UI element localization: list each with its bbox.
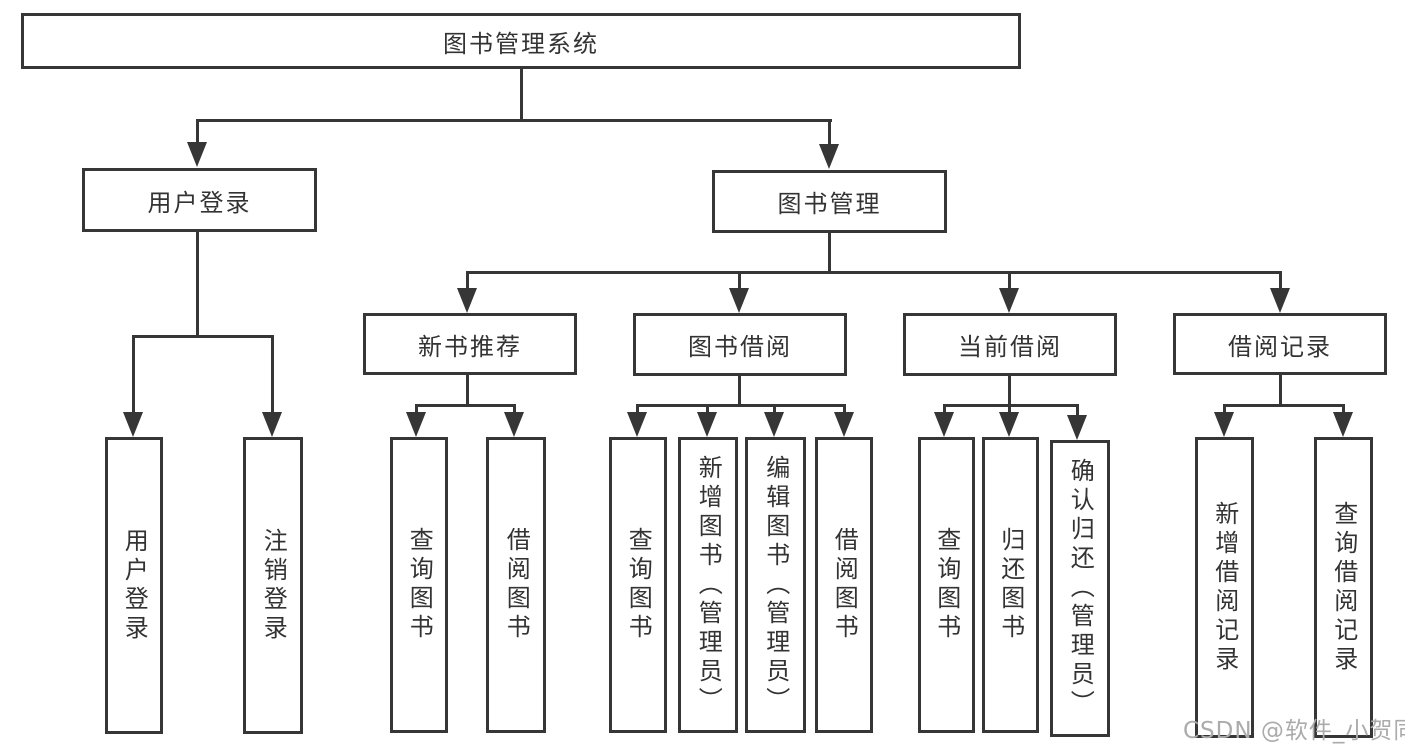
arrow-down-icon (627, 412, 647, 437)
node-borrowing-records: 借阅记录 (1173, 313, 1387, 375)
connector-rail (943, 404, 1079, 407)
arrow-down-icon (819, 144, 839, 169)
connector-drop (773, 404, 776, 416)
connector-drop (415, 404, 418, 416)
connector-stem (466, 373, 469, 407)
connector-root-stem (520, 69, 523, 121)
connector-drop (843, 404, 846, 416)
connector-drop (513, 404, 516, 416)
arrow-down-icon (697, 412, 717, 437)
arrow-down-icon (729, 288, 749, 313)
connector-drop (1076, 404, 1079, 418)
connector-drop (828, 119, 831, 149)
connector-stem (1008, 374, 1011, 407)
leaf-bb-query-books: 查询图书 (609, 437, 667, 733)
connector-drop (636, 404, 639, 416)
arrow-down-icon (834, 412, 854, 437)
node-library-management-system: 图书管理系统 (21, 13, 1021, 69)
arrow-down-icon (187, 142, 207, 167)
connector-stem (1279, 373, 1282, 407)
leaf-cb-confirm-return-admin: 确认归还（管理员） (1050, 440, 1110, 737)
leaf-cb-query-books: 查询图书 (918, 437, 975, 733)
arrow-down-icon (1333, 412, 1353, 437)
connector-rail (132, 335, 273, 338)
arrow-down-icon (1214, 412, 1234, 437)
connector-rail (636, 404, 846, 407)
connector-root-rail (197, 119, 832, 122)
leaf-bb-add-books-admin: 新增图书（管理员） (678, 437, 738, 733)
arrow-down-icon (457, 288, 477, 313)
arrow-down-icon (999, 288, 1019, 313)
leaf-br-add-record: 新增借阅记录 (1195, 437, 1254, 738)
node-book-borrowing: 图书借阅 (633, 313, 847, 376)
connector-stem (828, 231, 831, 273)
connector-rail (415, 404, 516, 407)
connector-drop (1223, 404, 1226, 416)
connector-drop (1342, 404, 1345, 416)
arrow-down-icon (406, 412, 426, 437)
connector-drop (706, 404, 709, 416)
node-book-management: 图书管理 (712, 170, 947, 233)
connector-drop (132, 335, 135, 415)
csdn-watermark: CSDN @软件_小贺同学 (1183, 718, 1405, 744)
connector-drop (1008, 404, 1011, 416)
arrow-down-icon (764, 412, 784, 437)
connector-drop (1279, 271, 1282, 291)
connector-rail (1223, 404, 1345, 407)
connector-drop (738, 271, 741, 291)
arrow-down-icon (123, 412, 143, 437)
node-new-book-recommendation: 新书推荐 (363, 313, 577, 375)
leaf-cb-return-books: 归还图书 (982, 437, 1039, 733)
leaf-bb-borrow-books: 借阅图书 (815, 437, 873, 733)
arrow-down-icon (1270, 288, 1290, 313)
leaf-br-query-record: 查询借阅记录 (1314, 437, 1373, 738)
node-current-borrowing: 当前借阅 (903, 313, 1117, 376)
leaf-user-login: 用户登录 (105, 437, 163, 734)
connector-drop (196, 119, 199, 147)
leaf-nb-query-books: 查询图书 (390, 437, 448, 733)
leaf-bb-edit-books-admin: 编辑图书（管理员） (745, 437, 806, 733)
connector-stem (738, 374, 741, 407)
arrow-down-icon (999, 412, 1019, 437)
arrow-down-icon (262, 412, 282, 437)
arrow-down-icon (934, 412, 954, 437)
arrow-down-icon (504, 412, 524, 437)
connector-rail (466, 271, 1282, 274)
arrow-down-icon (1067, 415, 1087, 440)
node-user-login: 用户登录 (82, 168, 317, 232)
connector-drop (1008, 271, 1011, 291)
leaf-logout: 注销登录 (243, 437, 303, 734)
leaf-nb-borrow-books: 借阅图书 (486, 437, 546, 733)
connector-drop (466, 271, 469, 291)
connector-drop (271, 335, 274, 415)
connector-stem (196, 230, 199, 338)
connector-drop (943, 404, 946, 416)
